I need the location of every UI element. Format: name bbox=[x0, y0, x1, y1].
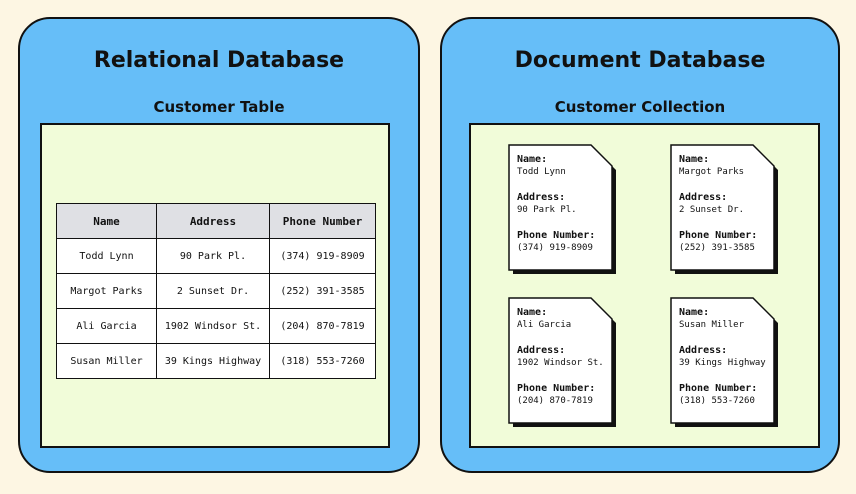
table-row: Todd Lynn 90 Park Pl. (374) 919-8909 bbox=[56, 238, 376, 274]
phone-value: (374) 919-8909 bbox=[517, 243, 593, 253]
customer-collection-area: Name: Todd Lynn Address: 90 Park Pl. Pho… bbox=[469, 123, 820, 448]
document-card: Name: Susan Miller Address: 39 Kings Hig… bbox=[670, 297, 778, 427]
document-icon bbox=[508, 144, 616, 274]
cell-address: 39 Kings Highway bbox=[156, 343, 270, 379]
phone-value: (204) 870-7819 bbox=[517, 396, 593, 406]
phone-value: (252) 391-3585 bbox=[679, 243, 755, 253]
address-label: Address: bbox=[517, 192, 566, 203]
customer-table-area: Name Address Phone Number Todd Lynn 90 P… bbox=[40, 123, 390, 448]
address-value: 90 Park Pl. bbox=[517, 205, 577, 215]
document-card: Name: Margot Parks Address: 2 Sunset Dr.… bbox=[670, 144, 778, 274]
phone-label: Phone Number: bbox=[679, 383, 758, 394]
cell-address: 90 Park Pl. bbox=[156, 238, 270, 274]
document-database-panel: Document Database Customer Collection Na… bbox=[440, 17, 840, 473]
cell-address: 1902 Windsor St. bbox=[156, 308, 270, 344]
cell-phone: (252) 391-3585 bbox=[269, 273, 376, 309]
cell-phone: (204) 870-7819 bbox=[269, 308, 376, 344]
cell-phone: (374) 919-8909 bbox=[269, 238, 376, 274]
cell-phone: (318) 553-7260 bbox=[269, 343, 376, 379]
name-label: Name: bbox=[679, 307, 710, 318]
address-label: Address: bbox=[679, 192, 728, 203]
address-label: Address: bbox=[517, 345, 566, 356]
name-value: Ali Garcia bbox=[517, 320, 572, 330]
header-name: Name bbox=[56, 203, 157, 239]
table-row: Ali Garcia 1902 Windsor St. (204) 870-78… bbox=[56, 308, 376, 344]
phone-label: Phone Number: bbox=[517, 383, 596, 394]
document-icon bbox=[670, 297, 778, 427]
name-label: Name: bbox=[517, 307, 548, 318]
address-value: 1902 Windsor St. bbox=[517, 358, 604, 368]
address-value: 39 Kings Highway bbox=[679, 358, 766, 368]
table-row: Margot Parks 2 Sunset Dr. (252) 391-3585 bbox=[56, 273, 376, 309]
address-value: 2 Sunset Dr. bbox=[679, 205, 745, 215]
header-phone: Phone Number bbox=[269, 203, 376, 239]
customer-collection-subtitle: Customer Collection bbox=[554, 98, 726, 116]
document-card: Name: Todd Lynn Address: 90 Park Pl. Pho… bbox=[508, 144, 616, 274]
cell-address: 2 Sunset Dr. bbox=[156, 273, 270, 309]
phone-value: (318) 553-7260 bbox=[679, 396, 755, 406]
document-card: Name: Ali Garcia Address: 1902 Windsor S… bbox=[508, 297, 616, 427]
name-value: Susan Miller bbox=[679, 320, 745, 330]
customer-table-subtitle: Customer Table bbox=[153, 98, 285, 116]
cell-name: Ali Garcia bbox=[56, 308, 157, 344]
document-database-title: Document Database bbox=[514, 48, 766, 73]
name-value: Todd Lynn bbox=[517, 167, 566, 177]
phone-label: Phone Number: bbox=[517, 230, 596, 241]
document-icon bbox=[508, 297, 616, 427]
table-row: Susan Miller 39 Kings Highway (318) 553-… bbox=[56, 343, 376, 379]
cell-name: Margot Parks bbox=[56, 273, 157, 309]
address-label: Address: bbox=[679, 345, 728, 356]
relational-database-panel: Relational Database Customer Table Name … bbox=[18, 17, 420, 473]
document-icon bbox=[670, 144, 778, 274]
name-value: Margot Parks bbox=[679, 167, 745, 177]
table-header-row: Name Address Phone Number bbox=[56, 203, 376, 239]
cell-name: Susan Miller bbox=[56, 343, 157, 379]
name-label: Name: bbox=[679, 154, 710, 165]
cell-name: Todd Lynn bbox=[56, 238, 157, 274]
customer-table: Name Address Phone Number Todd Lynn 90 P… bbox=[56, 203, 376, 379]
phone-label: Phone Number: bbox=[679, 230, 758, 241]
name-label: Name: bbox=[517, 154, 548, 165]
relational-database-title: Relational Database bbox=[93, 48, 345, 73]
header-address: Address bbox=[156, 203, 270, 239]
